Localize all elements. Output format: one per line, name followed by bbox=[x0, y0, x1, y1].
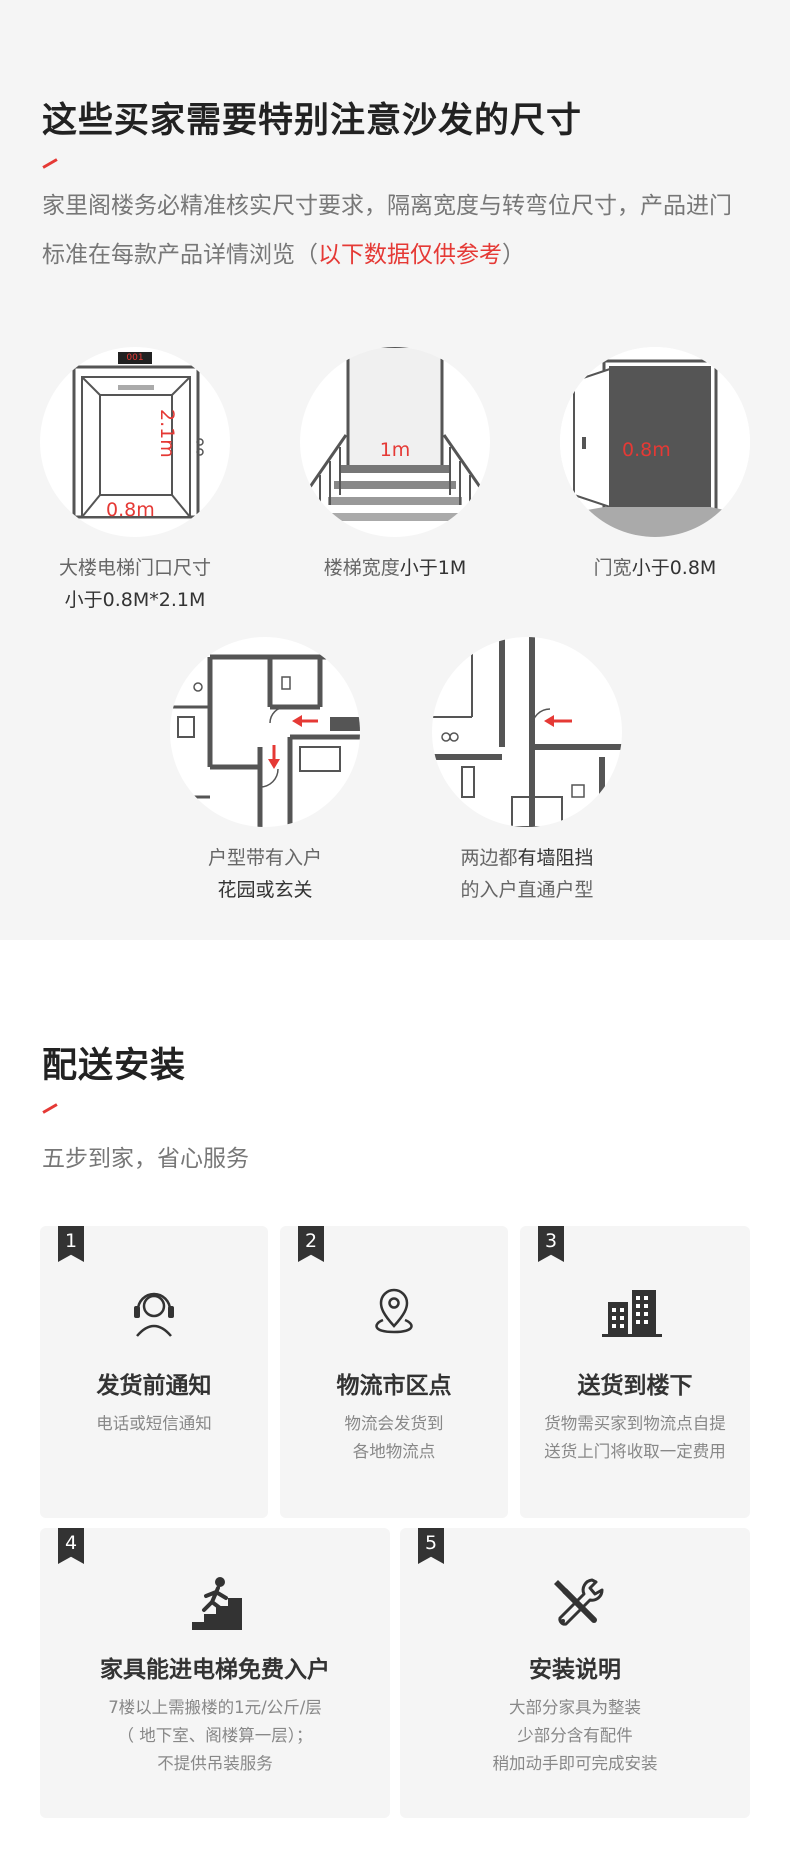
delivery-title: 配送安装 bbox=[42, 1046, 187, 1086]
step-description: 7楼以上需搬楼的1元/公斤/层 （ 地下室、阁楼算一层）； 不提供吊装服务 bbox=[40, 1694, 390, 1778]
door-width-label: 0.8m bbox=[622, 439, 671, 461]
location-pin-icon bbox=[375, 1288, 413, 1334]
floor-display-label: 001 bbox=[126, 353, 144, 363]
intro-plain: 家里阁楼务必精准核实尺寸要求，隔离宽度与转弯位尺寸，产品进门标准在每款产品详情浏… bbox=[42, 193, 732, 268]
intro-highlight: 以下数据仅供参考 bbox=[318, 242, 502, 268]
buildings-icon bbox=[602, 1290, 662, 1337]
delivery-section: 配送安装 五步到家，省心服务 1 发货前通知 电话或短信通知 2 物流市区点 物… bbox=[0, 940, 790, 1866]
customer-service-icon bbox=[134, 1292, 174, 1337]
step-title: 物流市区点 bbox=[336, 1373, 452, 1399]
step-badge: 4 bbox=[58, 1528, 84, 1564]
step-title: 发货前通知 bbox=[96, 1373, 212, 1399]
caption-line2: 的入户直通户型 bbox=[460, 879, 594, 901]
caption-line2: 小于0.8M*2.1M bbox=[64, 589, 206, 611]
desc-line: 大部分家具为整装 bbox=[509, 1698, 641, 1717]
desc-line: 稍加动手即可完成安装 bbox=[492, 1754, 658, 1773]
door-illustration: 0.8m bbox=[560, 347, 750, 537]
desc-line: 7楼以上需搬楼的1元/公斤/层 bbox=[108, 1698, 322, 1717]
floorplan-garden-illustration bbox=[170, 637, 360, 827]
desc-line: 货物需买家到物流点自提 bbox=[544, 1414, 726, 1433]
step-badge: 1 bbox=[58, 1226, 84, 1262]
stairs-width-label: 1m bbox=[379, 439, 411, 461]
caption-line1: 两边都有墙阻挡 bbox=[432, 842, 622, 874]
step-card-5: 5 安装说明 大部分家具为整装 少部分含有配件 稍加动手即可完成安装 bbox=[400, 1528, 750, 1818]
desc-line: 送货上门将收取一定费用 bbox=[544, 1442, 726, 1461]
caption-plain: 门宽 bbox=[593, 557, 632, 579]
delivery-accent-slash bbox=[42, 1103, 58, 1114]
caption-strong: 有墙阻挡 bbox=[517, 847, 594, 869]
caption-line1: 户型带有入户 bbox=[207, 847, 322, 869]
elevator-caption: 大楼电梯门口尺寸 小于0.8M*2.1M bbox=[40, 552, 230, 616]
step-badge: 2 bbox=[298, 1226, 324, 1262]
step-description: 电话或短信通知 bbox=[40, 1410, 268, 1438]
desc-line: 物流会发货到 bbox=[344, 1414, 444, 1433]
intro-text: 家里阁楼务必精准核实尺寸要求，隔离宽度与转弯位尺寸，产品进门标准在每款产品详情浏… bbox=[42, 182, 747, 280]
elevator-height-label: 2.1m bbox=[156, 409, 178, 458]
elevator-width-label: 0.8m bbox=[106, 499, 155, 521]
stairs-climber-icon bbox=[192, 1577, 242, 1630]
delivery-subtitle: 五步到家，省心服务 bbox=[42, 1146, 249, 1172]
step-title: 家具能进电梯免费入户 bbox=[100, 1657, 330, 1683]
step-badge: 3 bbox=[538, 1226, 564, 1262]
floorplan-direct-caption: 两边都有墙阻挡 的入户直通户型 bbox=[432, 842, 622, 906]
desc-line: （ 地下室、阁楼算一层）； bbox=[117, 1726, 313, 1745]
step-description: 货物需买家到物流点自提 送货上门将收取一定费用 bbox=[520, 1410, 750, 1466]
step-title: 送货到楼下 bbox=[577, 1373, 693, 1399]
step-card-1: 1 发货前通知 电话或短信通知 bbox=[40, 1226, 268, 1518]
step-description: 大部分家具为整装 少部分含有配件 稍加动手即可完成安装 bbox=[400, 1694, 750, 1778]
caption-line1: 大楼电梯门口尺寸 bbox=[58, 557, 211, 579]
step-title: 安装说明 bbox=[529, 1657, 621, 1683]
elevator-illustration: 001 2.1m 0.8m bbox=[40, 347, 230, 537]
step-description: 物流会发货到 各地物流点 bbox=[280, 1410, 508, 1466]
door-caption: 门宽小于0.8M bbox=[560, 552, 750, 584]
step-card-4: 4 家具能进电梯免费入户 7楼以上需搬楼的1元/公斤/层 （ 地下室、阁楼算一层… bbox=[40, 1528, 390, 1818]
stairs-caption: 楼梯宽度小于1M bbox=[300, 552, 490, 584]
intro-end: ） bbox=[502, 242, 525, 268]
caption-strong: 小于0.8M bbox=[631, 557, 717, 579]
section-title: 这些买家需要特别注意沙发的尺寸 bbox=[42, 101, 583, 141]
caption-pre: 两边都 bbox=[460, 847, 518, 869]
step-card-3: 3 送货到楼下 货物需买家到物流点自提 送货上门将收取一定费用 bbox=[520, 1226, 750, 1518]
floorplan-garden-caption: 户型带有入户 花园或玄关 bbox=[170, 842, 360, 906]
title-accent-slash bbox=[42, 158, 58, 169]
step-card-2: 2 物流市区点 物流会发货到 各地物流点 bbox=[280, 1226, 508, 1518]
caption-line2: 花园或玄关 bbox=[217, 879, 313, 901]
floorplan-direct-illustration bbox=[432, 637, 622, 827]
caption-plain: 楼梯宽度 bbox=[323, 557, 400, 579]
caption-strong: 小于1M bbox=[399, 557, 467, 579]
stairs-illustration: 1m bbox=[300, 347, 490, 537]
desc-line: 不提供吊装服务 bbox=[157, 1754, 273, 1773]
step-badge: 5 bbox=[418, 1528, 444, 1564]
size-notice-section: 这些买家需要特别注意沙发的尺寸 家里阁楼务必精准核实尺寸要求，隔离宽度与转弯位尺… bbox=[40, 101, 750, 906]
desc-line: 少部分含有配件 bbox=[517, 1726, 633, 1745]
desc-line: 各地物流点 bbox=[352, 1442, 436, 1461]
desc-line: 电话或短信通知 bbox=[96, 1414, 212, 1433]
tools-icon bbox=[554, 1578, 604, 1626]
